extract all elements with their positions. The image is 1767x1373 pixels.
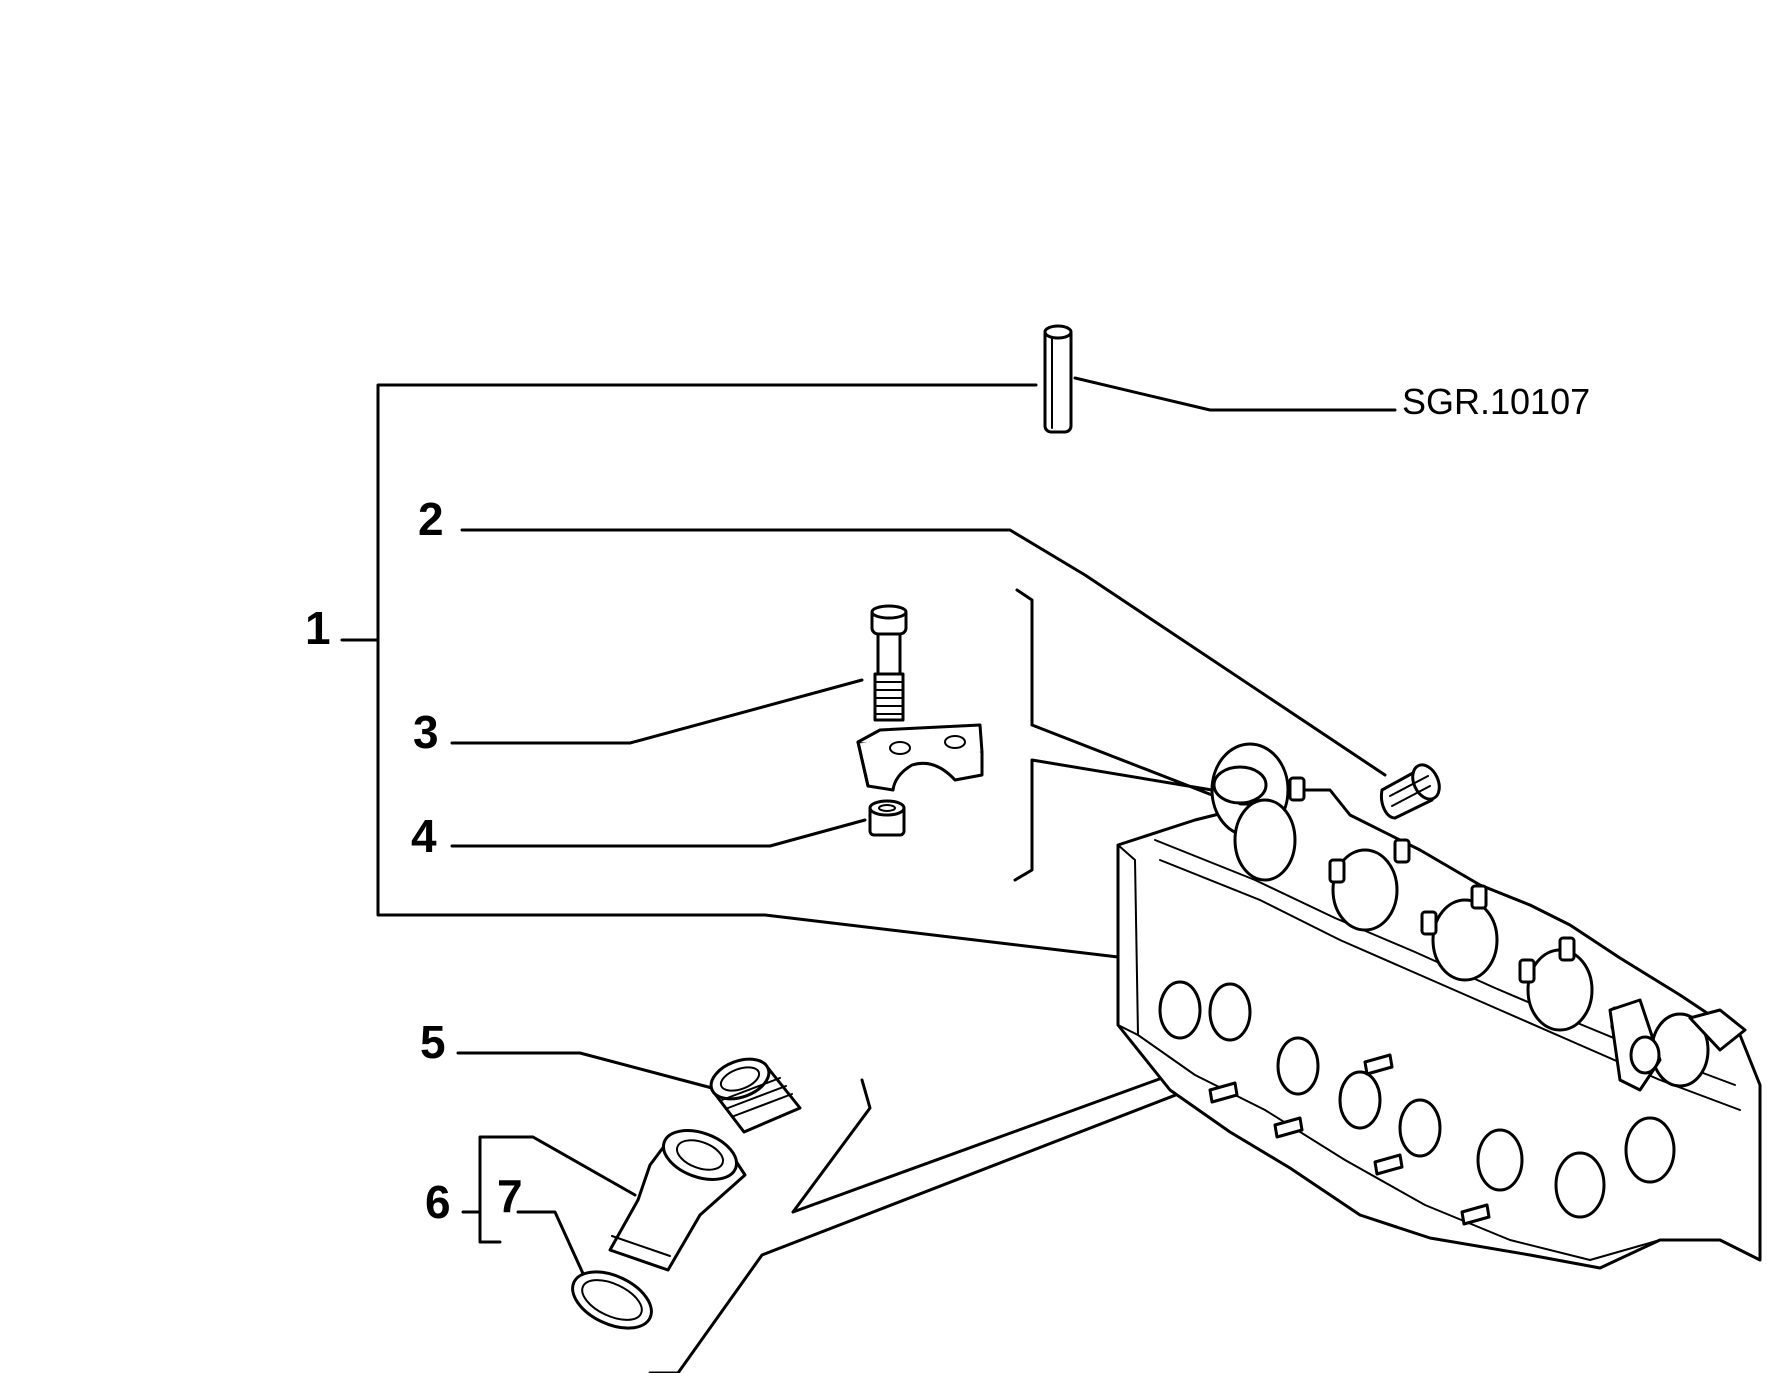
leader-1-bracket: [376, 383, 1120, 959]
callout-6: 6: [425, 1176, 451, 1228]
leader-7: [516, 1210, 587, 1280]
leader-6: [461, 1135, 637, 1244]
callout-4: 4: [411, 810, 437, 862]
bearing-cap-part: [856, 723, 984, 792]
callout-3: 3: [413, 706, 439, 758]
leader-3: [450, 678, 864, 745]
callout-2: 2: [418, 493, 444, 545]
seal-ring-part-7: [571, 1270, 653, 1330]
subassembly-bracket: [1013, 588, 1214, 882]
leader-lines: [340, 376, 1462, 1373]
valve-guide-part-6: [608, 1129, 747, 1272]
cylinder-head-part: [1116, 742, 1762, 1270]
guide-pin-part: [1043, 324, 1073, 434]
bushing-part-4: [868, 799, 906, 837]
plug-part-2: [1379, 763, 1441, 820]
reference-code-label: SGR.10107: [1402, 381, 1590, 422]
leader-2: [460, 528, 1387, 777]
callout-7: 7: [497, 1170, 523, 1222]
callout-5: 5: [420, 1016, 446, 1068]
leader-5: [456, 1051, 714, 1090]
leader-ref-code: [1073, 376, 1397, 412]
threaded-plug-part-5: [709, 1057, 802, 1134]
subassembly-wedge: [648, 978, 1462, 1373]
callout-1: 1: [305, 602, 331, 654]
leader-4: [450, 818, 867, 848]
bolt-part-3: [870, 604, 908, 722]
